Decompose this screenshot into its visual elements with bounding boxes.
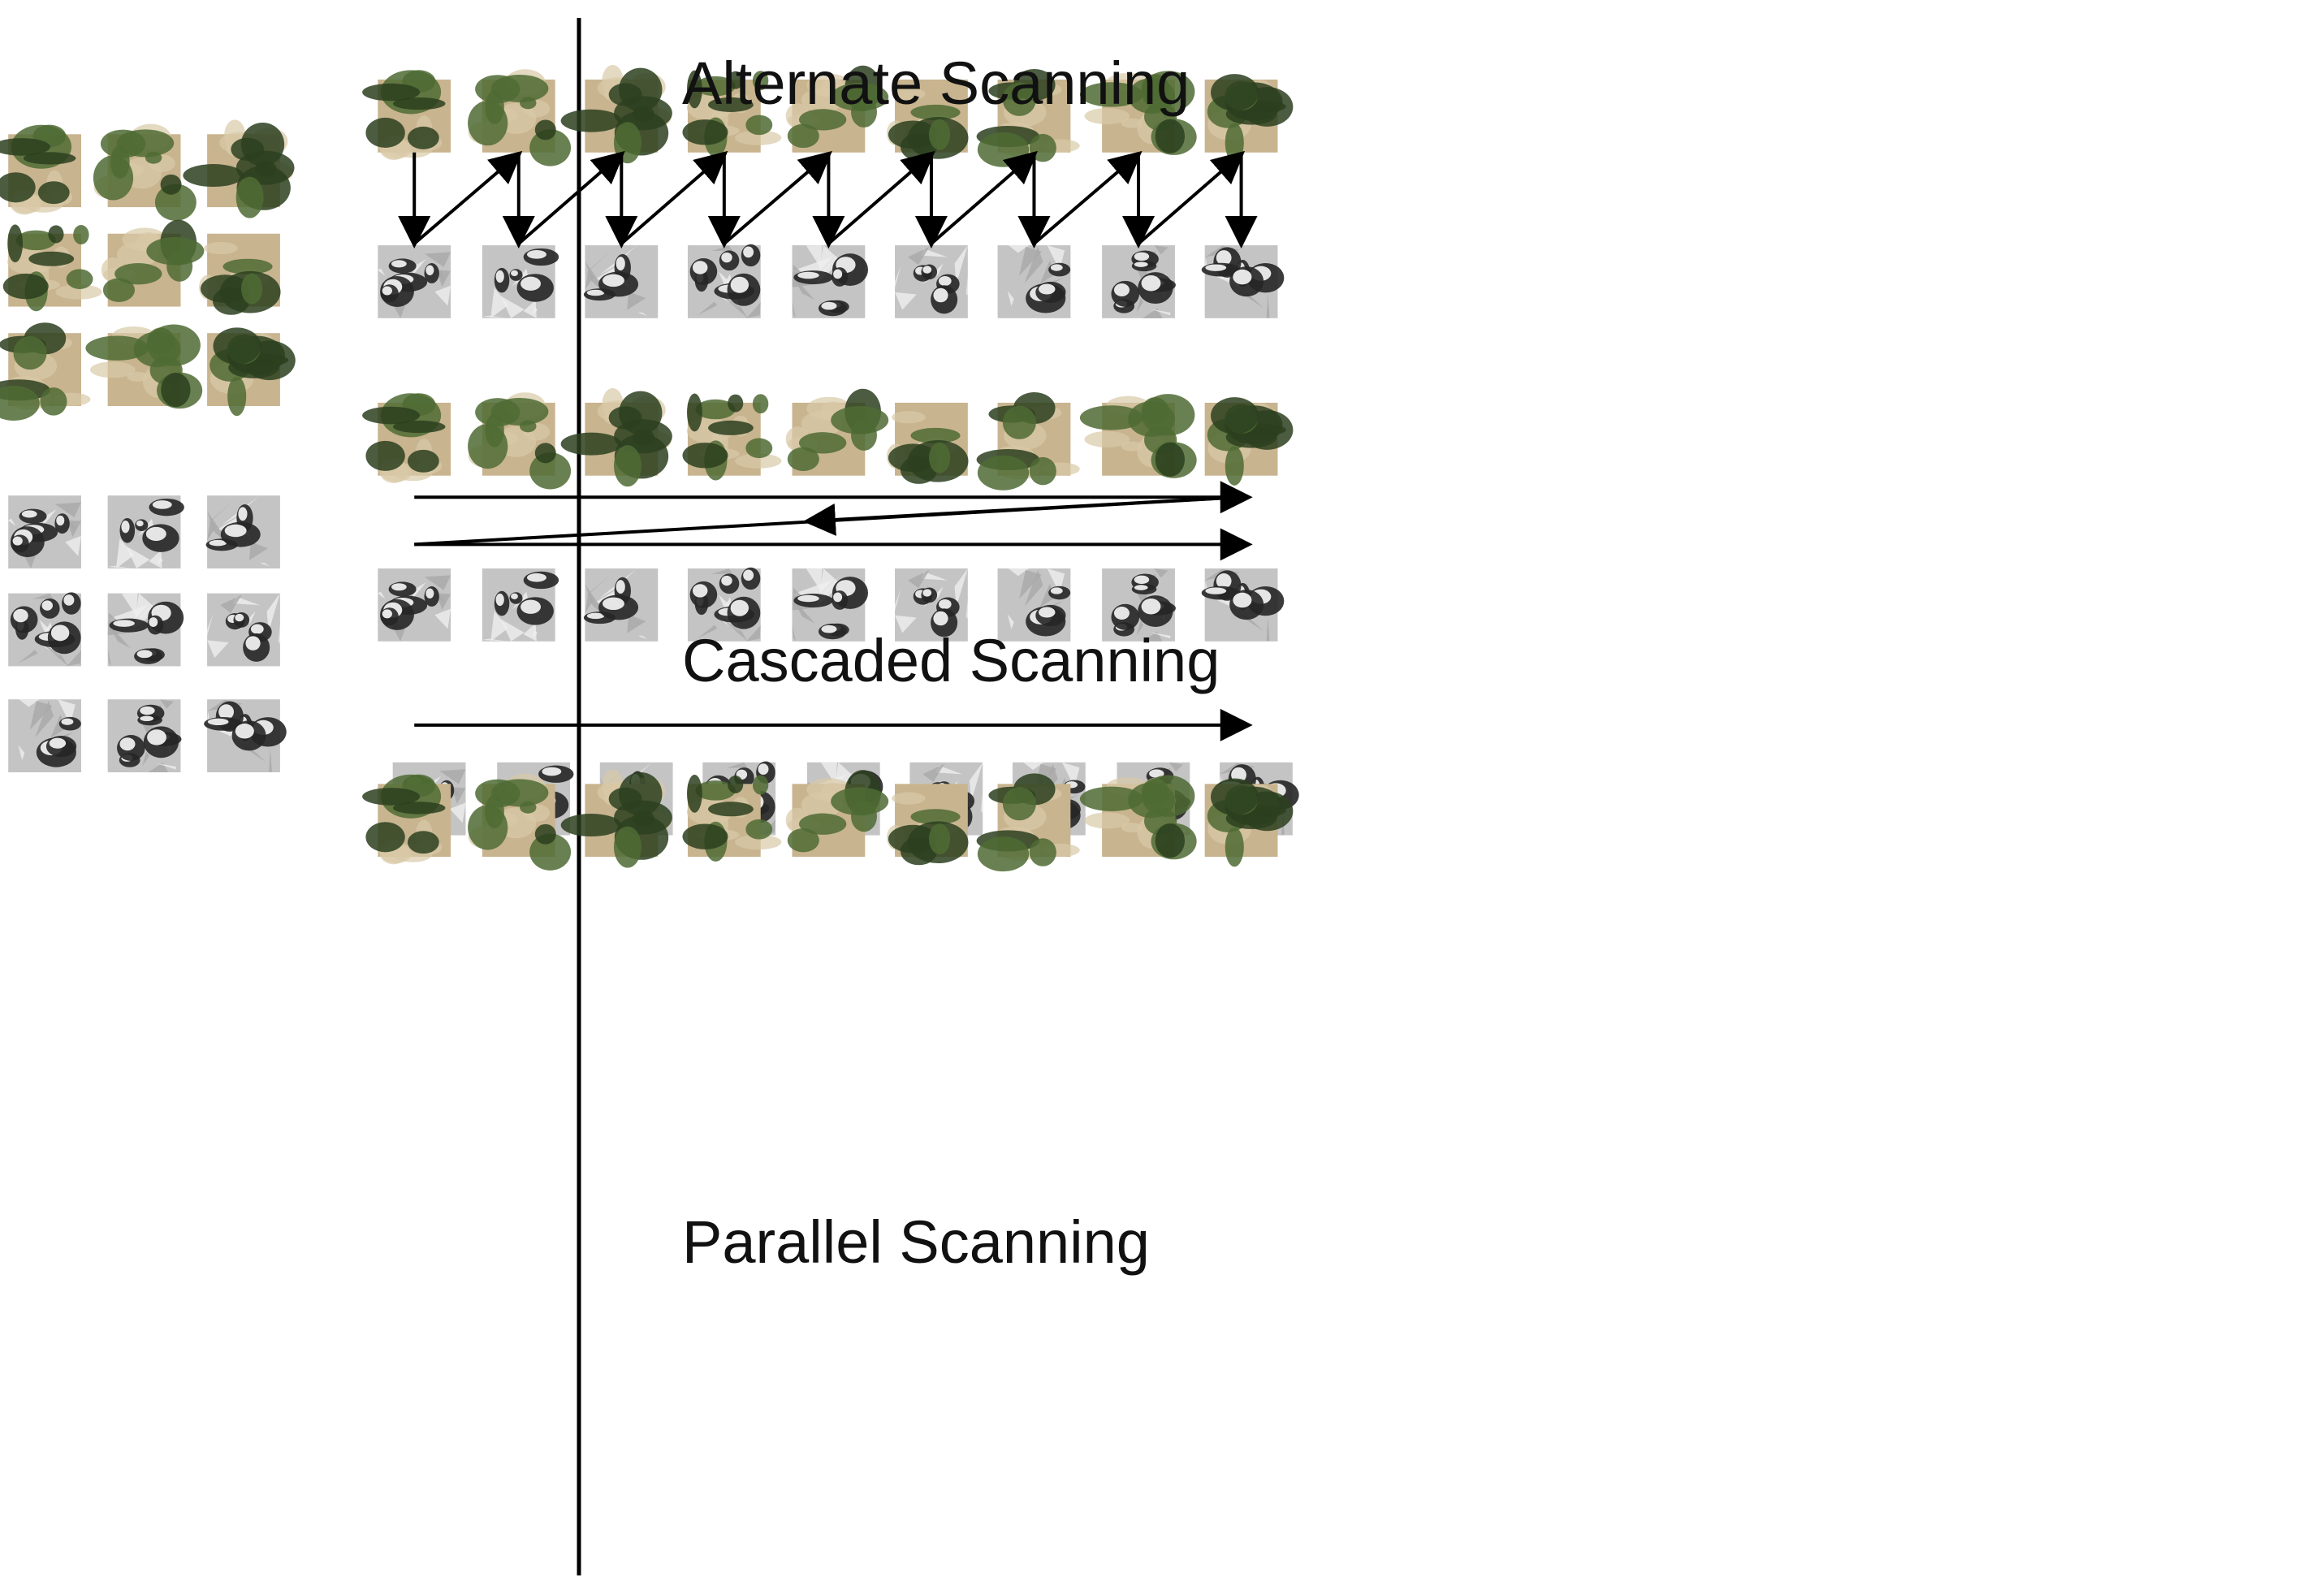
aerial-rgb-patch — [1204, 397, 1294, 486]
aerial-rgb-patch — [785, 770, 889, 858]
shaded-dem-mesh-patch — [997, 245, 1071, 318]
shaded-dem-mesh-patch — [204, 699, 287, 773]
shaded-dem-mesh-patch — [1102, 245, 1176, 318]
scan-order-arrow — [802, 495, 1238, 536]
parallel-scanning-panel — [362, 708, 1299, 872]
parallel-scanning-title: Parallel Scanning — [682, 1208, 1150, 1276]
shaded-dem-mesh-patch — [8, 495, 82, 568]
shaded-dem-mesh-patch — [8, 592, 82, 667]
aerial-rgb-patch — [886, 79, 969, 161]
aerial-rgb-patch — [976, 69, 1080, 167]
shaded-dem-mesh-patch — [1201, 245, 1285, 318]
aerial-rgb-patch — [362, 393, 451, 483]
shaded-dem-mesh-patch — [207, 593, 280, 667]
shaded-dem-mesh-patch — [687, 567, 761, 642]
aerial-rgb-patch — [183, 119, 295, 218]
aerial-rgb-patch — [85, 324, 203, 409]
scan-order-arrow — [1137, 150, 1246, 245]
shaded-dem-mesh-patch — [378, 245, 451, 318]
alternate-scanning-panel — [362, 65, 1294, 318]
aerial-rgb-patch — [886, 402, 969, 484]
shaded-dem-mesh-patch — [687, 244, 761, 318]
aerial-rgb-patch — [0, 322, 91, 421]
aerial-rgb-patch — [785, 388, 889, 476]
shaded-dem-mesh-patch — [378, 568, 451, 642]
scan-order-arrow — [620, 150, 728, 245]
input-tile-grids — [0, 119, 296, 773]
aerial-rgb-patch — [1204, 778, 1294, 867]
shaded-dem-mesh-patch — [107, 495, 184, 568]
aerial-rgb-patch — [101, 219, 205, 307]
aerial-rgb-patch — [886, 784, 969, 866]
aerial-rgb-patch — [199, 233, 281, 315]
shaded-dem-mesh-patch — [997, 568, 1071, 642]
aerial-rgb-patch — [682, 774, 782, 862]
aerial-rgb-patch — [468, 773, 572, 871]
aerial-rgb-patch — [468, 69, 572, 166]
shaded-dem-mesh-patch — [482, 568, 559, 642]
scan-order-arrow — [413, 150, 523, 245]
shaded-dem-mesh-patch — [482, 245, 559, 318]
scan-order-arrow — [1033, 150, 1143, 245]
shaded-dem-mesh-patch — [107, 699, 182, 773]
shaded-dem-mesh-patch — [205, 495, 280, 568]
aerial-rgb-patch — [1079, 394, 1197, 478]
aerial-rgb-patch — [682, 393, 782, 481]
alternate-scanning-title: Alternate Scanning — [682, 50, 1190, 117]
shaded-dem-mesh-patch — [8, 699, 82, 773]
scan-order-arrow — [930, 150, 1038, 245]
shaded-dem-mesh-patch — [792, 245, 869, 318]
aerial-rgb-patch — [682, 70, 782, 158]
aerial-rgb-patch — [560, 65, 672, 164]
aerial-rgb-patch — [362, 774, 451, 865]
aerial-rgb-patch — [1079, 71, 1197, 155]
scan-order-arrow — [517, 150, 625, 245]
shaded-dem-mesh-patch — [792, 568, 869, 642]
shaded-dem-mesh-patch — [1201, 568, 1285, 642]
aerial-rgb-patch — [785, 65, 889, 153]
aerial-rgb-patch — [560, 387, 672, 487]
shaded-dem-mesh-patch — [583, 568, 659, 642]
aerial-rgb-patch — [468, 392, 572, 490]
cascaded-scanning-panel — [362, 387, 1294, 642]
aerial-rgb-patch — [560, 769, 672, 868]
shaded-dem-mesh-patch — [107, 593, 184, 667]
shaded-dem-mesh-patch — [583, 245, 659, 318]
scan-order-arrow — [827, 150, 935, 245]
shaded-dem-mesh-patch — [895, 245, 968, 318]
shaded-dem-mesh-patch — [895, 568, 968, 642]
aerial-rgb-patch — [1079, 775, 1197, 860]
aerial-rgb-patch — [1204, 74, 1294, 162]
aerial-rgb-patch — [976, 773, 1080, 872]
aerial-rgb-patch — [362, 70, 451, 160]
shaded-dem-mesh-patch — [1102, 568, 1176, 642]
aerial-rgb-patch — [0, 124, 82, 215]
aerial-rgb-patch — [93, 123, 197, 221]
aerial-rgb-patch — [976, 391, 1080, 490]
aerial-rgb-patch — [2, 224, 102, 312]
cascaded-scanning-title: Cascaded Scanning — [682, 627, 1220, 694]
aerial-rgb-patch — [207, 327, 296, 417]
scan-order-arrow — [723, 150, 832, 245]
